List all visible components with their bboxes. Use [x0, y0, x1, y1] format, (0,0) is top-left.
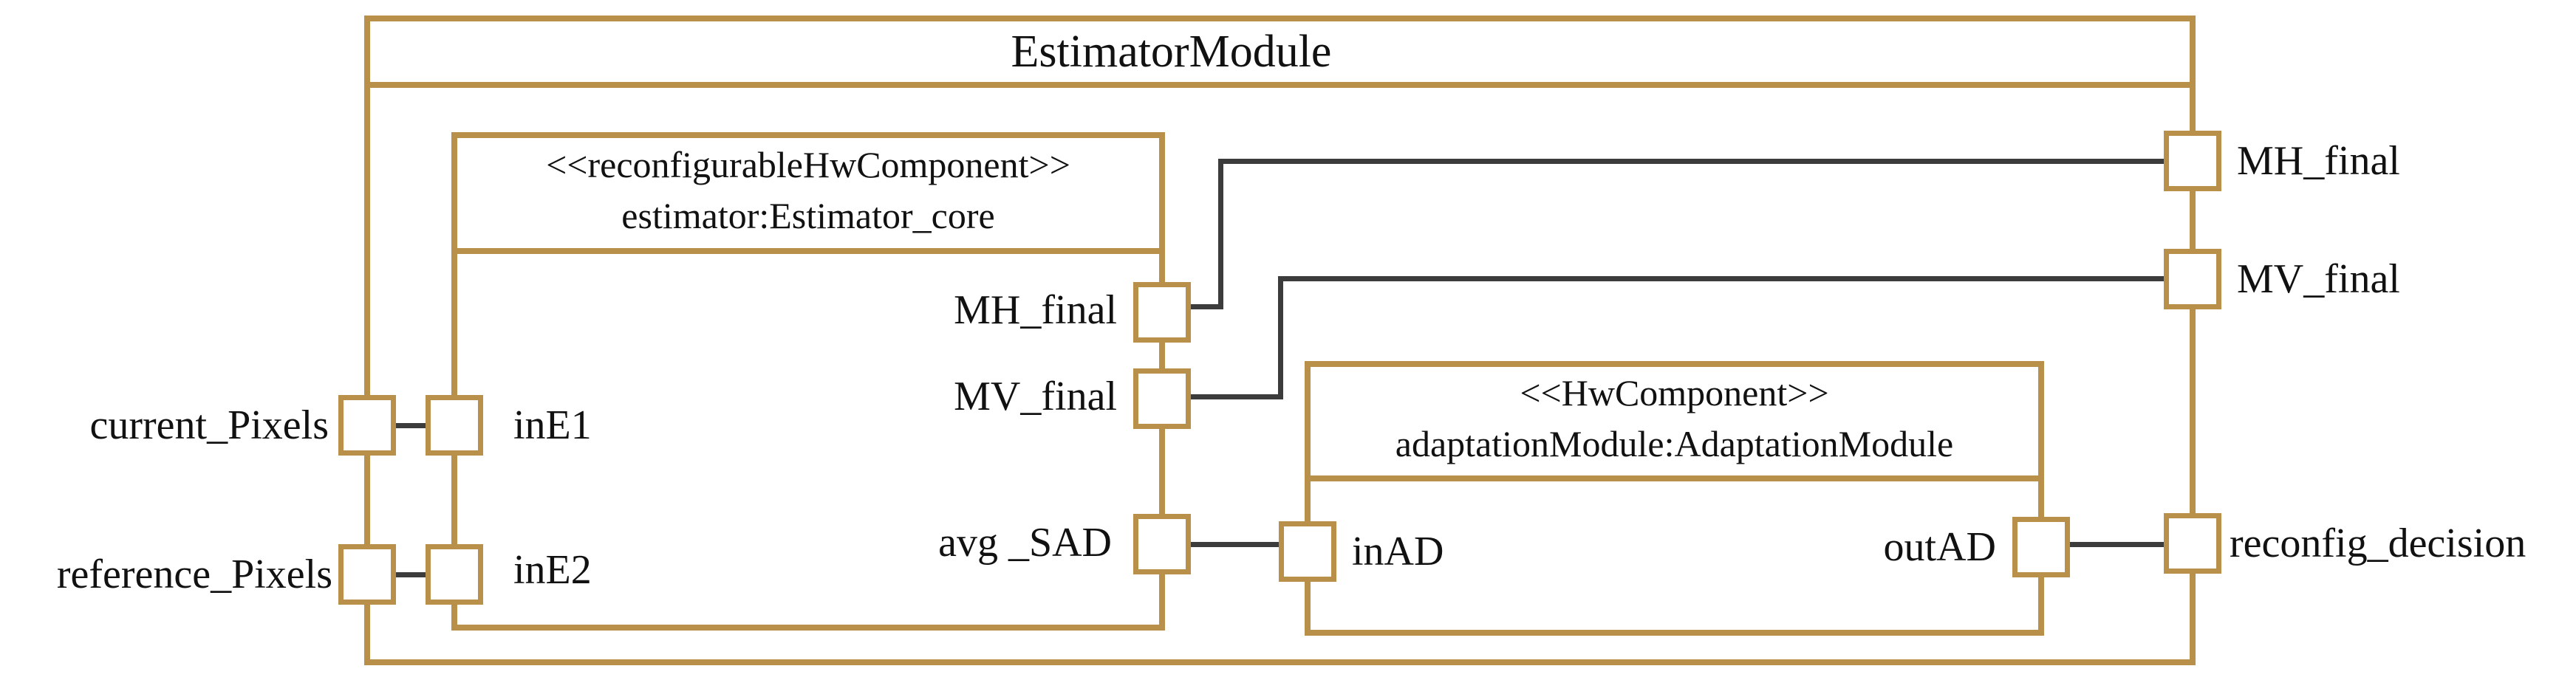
label-inE2: inE2	[513, 547, 592, 593]
port-reconfig-decision	[2164, 513, 2221, 574]
port-mh-final-outer	[2164, 131, 2221, 191]
adaptation-module-box	[1305, 361, 2044, 636]
wire-reference-to-inE2	[394, 572, 428, 577]
port-inE1	[426, 395, 483, 456]
adaptation-module-header: <<HwComponent>> adaptationModule:Adaptat…	[1305, 364, 2044, 473]
label-inE1: inE1	[513, 402, 592, 448]
port-inAD	[1279, 521, 1336, 582]
port-current-pixels	[338, 395, 396, 456]
port-outAD	[2012, 517, 2070, 577]
wire-mv-vertical	[1278, 276, 1283, 399]
module-title: EstimatorModule	[1011, 26, 1332, 77]
estimator-core-header-separator	[451, 248, 1165, 254]
estimator-core-header: <<reconfigurableHwComponent>> estimator:…	[451, 135, 1165, 246]
port-mv-final-inner	[1133, 368, 1191, 429]
label-mv-final-outer: MV_final	[2237, 256, 2400, 302]
label-reference-pixels: reference_Pixels	[56, 552, 332, 597]
wire-avgsad-to-inad	[1190, 542, 1282, 547]
wire-outad-to-reconfig	[2069, 542, 2167, 547]
adaptation-instance-name: adaptationModule:AdaptationModule	[1395, 423, 1954, 464]
label-current-pixels: current_Pixels	[89, 402, 329, 448]
adaptation-stereotype: <<HwComponent>>	[1520, 372, 1829, 413]
estimator-module-box	[364, 16, 2196, 665]
wire-mv-horizontal-stub	[1190, 394, 1283, 399]
port-inE2	[426, 544, 483, 605]
wire-mh-vertical	[1218, 159, 1223, 309]
adaptation-module-header-separator	[1305, 475, 2044, 481]
label-mh-final-inner: MH_final	[954, 287, 1117, 333]
port-mv-final-outer	[2164, 249, 2221, 309]
port-avg-sad	[1133, 514, 1191, 574]
port-reference-pixels	[338, 544, 396, 605]
estimator-module-title-separator	[364, 82, 2196, 88]
wire-mv-horizontal-long	[1278, 276, 2165, 281]
label-avg-sad: avg _SAD	[938, 520, 1112, 566]
label-inAD: inAD	[1352, 529, 1444, 574]
wire-mh-horizontal-stub	[1190, 304, 1223, 309]
estimator-stereotype: <<reconfigurableHwComponent>>	[546, 144, 1070, 185]
label-outAD: outAD	[1883, 524, 1996, 570]
wire-mh-horizontal-long	[1218, 159, 2165, 164]
label-mv-final-inner: MV_final	[954, 374, 1117, 419]
label-reconfig-decision: reconfig_decision	[2230, 521, 2527, 566]
label-mh-final-outer: MH_final	[2237, 138, 2400, 184]
estimator-instance-name: estimator:Estimator_core	[621, 195, 995, 236]
wire-current-to-inE1	[394, 423, 428, 428]
port-mh-final-inner	[1133, 282, 1191, 343]
